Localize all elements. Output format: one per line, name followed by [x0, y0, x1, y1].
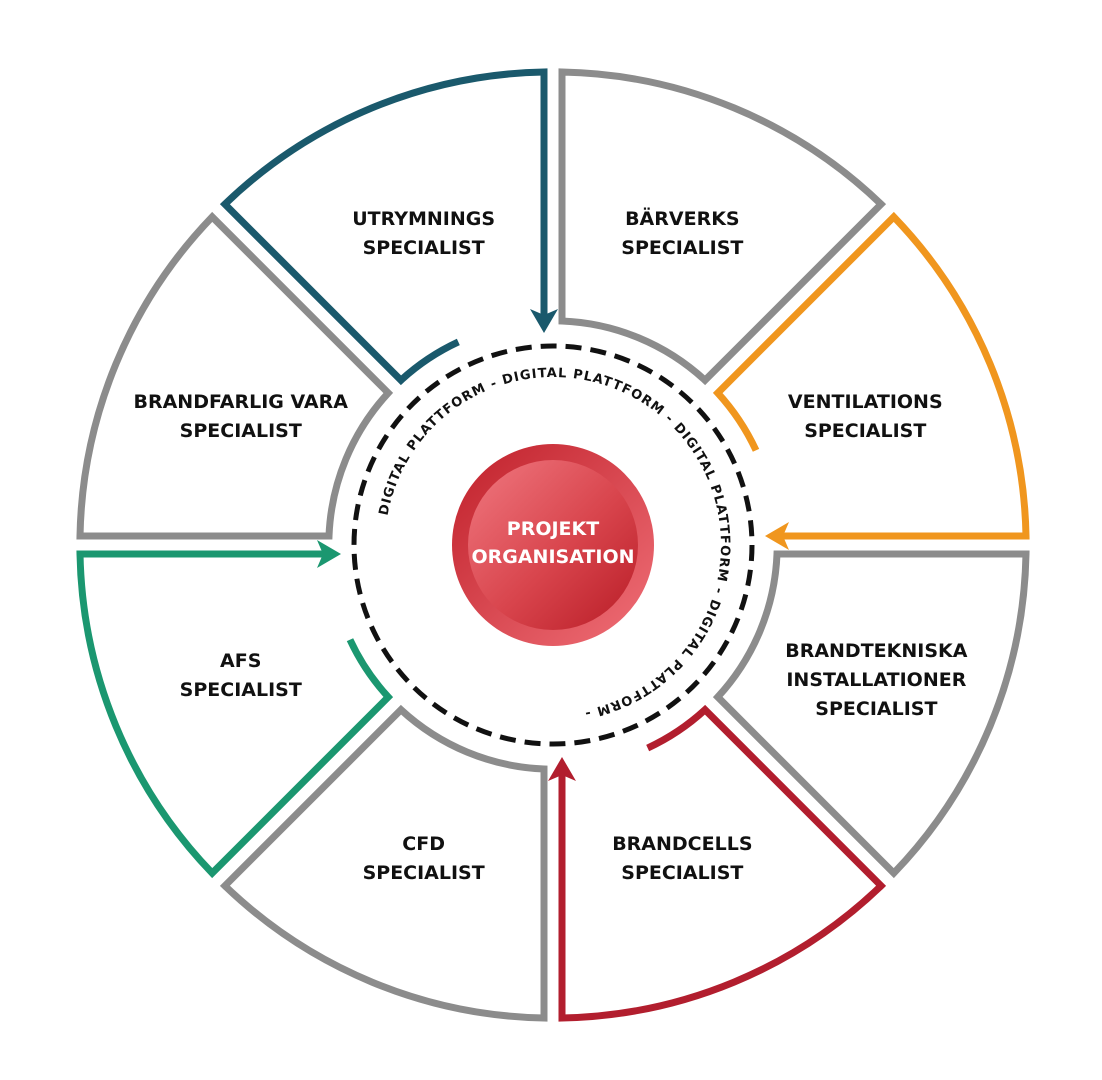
segment-1: BÄRVERKS SPECIALIST [558, 68, 887, 386]
segment-label-line2: SPECIALIST [363, 862, 485, 884]
digital-platform-dashed-ring [351, 343, 755, 747]
segment-label-line2: SPECIALIST [621, 237, 743, 259]
segment-label-line1: BRANDCELLS [612, 833, 752, 855]
segment-label-line2: SPECIALIST [363, 237, 485, 259]
segment-7: BRANDFARLIG VARA SPECIALIST [76, 211, 394, 540]
segment-outline [558, 704, 887, 1022]
arrowhead-icon [530, 309, 558, 333]
center-inner-circle [468, 460, 638, 630]
segment-outline [558, 68, 887, 386]
segment-outline [76, 550, 394, 879]
segment-3: BRANDTEKNISKA INSTALLATIONER SPECIALIST [712, 550, 1030, 879]
segment-5: CFD SPECIALIST [219, 704, 548, 1022]
segment-outline [219, 68, 548, 386]
center-title-line1: PROJEKT [507, 518, 599, 540]
segment-label-line1: BRANDTEKNISKA [785, 640, 968, 662]
segment-label-line1: VENTILATIONS [788, 391, 943, 413]
arrowhead-icon [765, 522, 789, 550]
segment-label-line2: SPECIALIST [621, 862, 743, 884]
arrowhead-icon [548, 757, 576, 781]
segment-outline [712, 211, 1030, 540]
segment-label-line2: SPECIALIST [180, 420, 302, 442]
segment-label-line3: SPECIALIST [815, 698, 937, 720]
segment-label-line1: BRANDFARLIG VARA [133, 391, 348, 413]
segments-group: BÄRVERKS SPECIALIST VENTILATIONS SPECIALIST… [76, 68, 1030, 1022]
segment-4: BRANDCELLS SPECIALIST [548, 704, 887, 1022]
segment-outline [76, 211, 394, 540]
arrowhead-icon [317, 540, 341, 568]
segment-8: UTRYMNINGS SPECIALIST [219, 68, 558, 386]
segment-outline [219, 704, 548, 1022]
segment-2: VENTILATIONS SPECIALIST [712, 211, 1030, 550]
segment-label-line2: INSTALLATIONER [786, 669, 966, 691]
segment-label-line1: UTRYMNINGS [352, 208, 495, 230]
segment-label-line2: SPECIALIST [180, 679, 302, 701]
segment-label-line2: SPECIALIST [804, 420, 926, 442]
segment-label-line1: CFD [402, 833, 445, 855]
center-title-line2: ORGANISATION [471, 546, 634, 568]
segment-6: AFS SPECIALIST [76, 540, 394, 879]
segment-label-line1: AFS [220, 650, 261, 672]
segment-outline [712, 550, 1030, 879]
segment-label-line1: BÄRVERKS [625, 206, 740, 230]
